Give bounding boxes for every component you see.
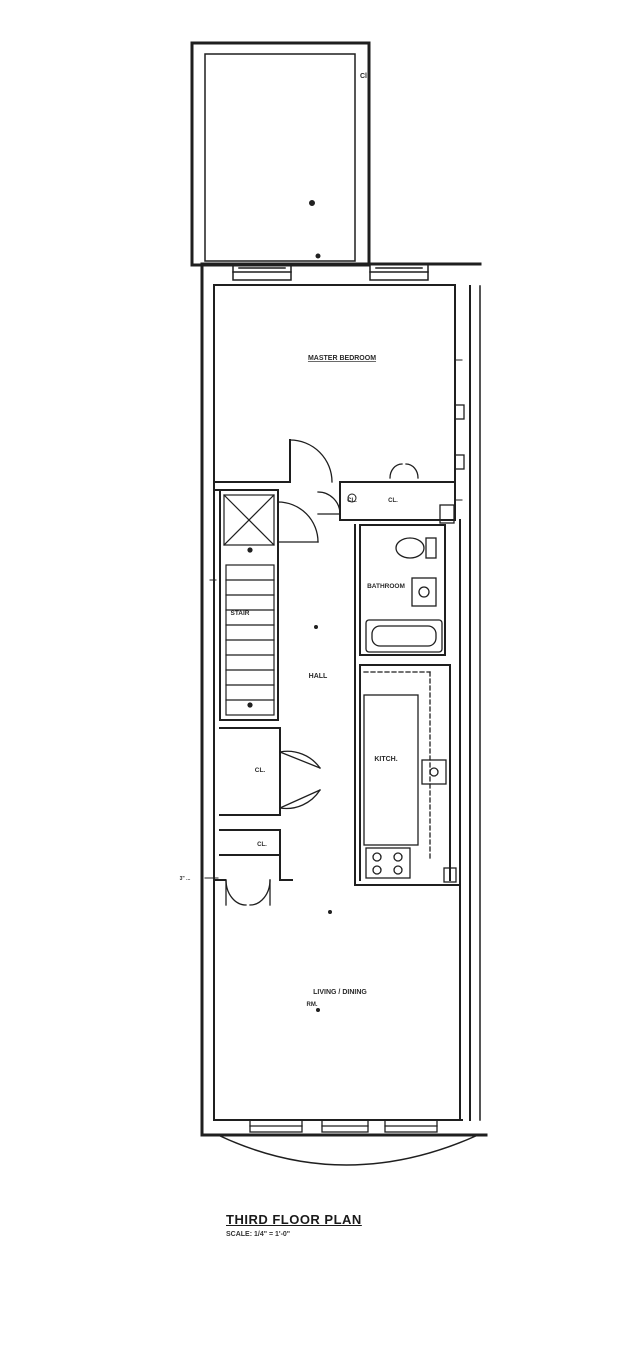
label-side-note: 3" ... [180,876,191,882]
label-closet-bedroom-2: CL. [388,498,398,504]
bathroom-fixtures [365,537,443,653]
rear-deck: Cl [190,41,371,267]
doors [225,439,419,906]
label-closet-entry: CL. [257,842,267,848]
label-bathroom: BATHROOM [367,583,405,590]
room-labels: MASTER BEDROOM CL. CL. BATHROOM STAIR HA… [180,355,405,1008]
plan-scale: SCALE: 1/4" = 1'-0" [226,1231,291,1238]
kitchen-fixtures [363,504,457,883]
plan-title: THIRD FLOOR PLAN [226,1212,362,1227]
stair [223,494,275,716]
label-closet-bedroom: CL. [347,498,357,504]
label-kitchen: KITCH. [374,756,397,763]
label-closet-hall: CL. [255,767,266,774]
label-master-bedroom: MASTER BEDROOM [308,355,376,362]
label-stair: STAIR [230,610,249,617]
front-windows [249,1119,438,1133]
label-hall: HALL [309,673,328,680]
label-living-dining: LIVING / DINING [313,989,367,996]
interior-partitions [213,439,461,886]
svg-text:Cl: Cl [360,73,367,80]
label-living-dining-sub: RM. [307,1002,318,1008]
side-windows [454,404,465,470]
plan-details [204,359,463,1012]
